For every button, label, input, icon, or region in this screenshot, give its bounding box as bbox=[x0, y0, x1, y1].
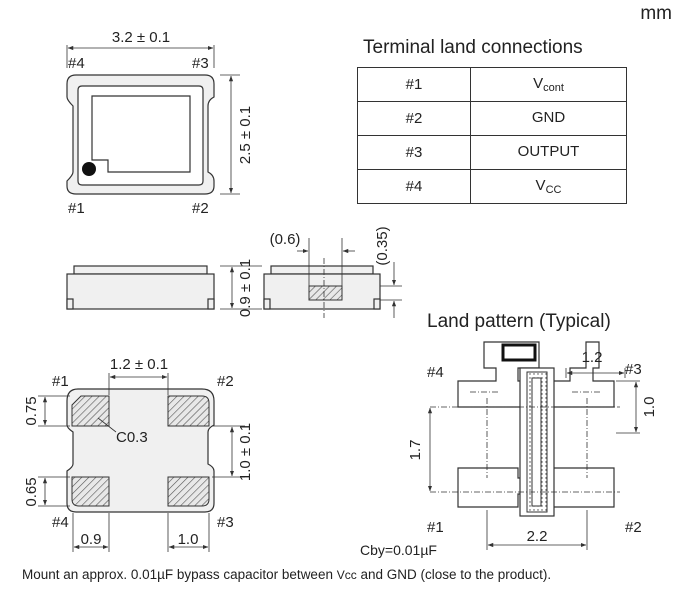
top-view-marking bbox=[91, 95, 191, 173]
pad-4 bbox=[71, 395, 110, 427]
land-pin4-label: #4 bbox=[427, 364, 444, 381]
land-pattern: Land pattern (Typical) 1.2 1.0 1.7 2.2 C… bbox=[360, 311, 658, 558]
land-pin3-label: #3 bbox=[625, 361, 642, 378]
section-view: (0.6) (0.35) bbox=[263, 226, 402, 318]
signal-subscript: CC bbox=[545, 184, 562, 196]
bottom-right-pad-dimension: 1.0 bbox=[178, 531, 199, 548]
pad-3 bbox=[167, 395, 210, 427]
bottom-pad-gap-dimension: 1.0 ± 0.1 bbox=[237, 423, 254, 481]
side-view-body bbox=[66, 273, 215, 310]
land-pitch-x-dimension: 2.2 bbox=[527, 528, 548, 545]
terminal-connections-table: #1 Vcont #2 GND #3 OUTPUT #4 VCC bbox=[357, 67, 627, 204]
top-height-dimension: 2.5 ± 0.1 bbox=[237, 106, 254, 164]
section-gap-dimension: (0.6) bbox=[270, 231, 301, 248]
top-width-dimension: 3.2 ± 0.1 bbox=[112, 29, 170, 46]
pin-cell: #3 bbox=[357, 135, 471, 170]
bottom-left-margin-dimension: 0.9 bbox=[81, 531, 102, 548]
terminal-table-title: Terminal land connections bbox=[363, 37, 583, 58]
top-view-lid bbox=[77, 85, 204, 186]
side-view-lid bbox=[73, 265, 208, 275]
vcc-term: Vcc bbox=[336, 568, 357, 582]
top-pin3-label: #3 bbox=[192, 55, 209, 72]
section-pad bbox=[308, 285, 343, 301]
pad-1 bbox=[71, 476, 110, 507]
side-height-dimension: 0.9 ± 0.1 bbox=[237, 259, 254, 317]
land-pin1-label: #1 bbox=[427, 519, 444, 536]
unit-label: mm bbox=[640, 3, 672, 24]
footnote: Mount an approx. 0.01µF bypass capacitor… bbox=[22, 567, 552, 582]
pin-cell: #4 bbox=[357, 169, 471, 204]
signal-cell: VCC bbox=[470, 169, 627, 204]
table-row: #4 VCC bbox=[357, 169, 627, 204]
capacitor-label: Cby=0.01µF bbox=[360, 542, 437, 558]
top-pin4-label: #4 bbox=[68, 55, 85, 72]
bottom-pin2-label: #2 bbox=[217, 373, 234, 390]
bottom-pad-height-bottom: 0.65 bbox=[23, 477, 40, 506]
land-pad-height-dimension: 1.0 bbox=[641, 397, 658, 418]
bottom-view: 1.2 ± 0.1 0.75 0.65 1.0 ± 0.1 C0.3 0.9 1… bbox=[23, 356, 254, 552]
land-pad-1 bbox=[457, 467, 528, 508]
chamfer-label: C0.3 bbox=[116, 429, 148, 446]
side-view: 0.9 ± 0.1 bbox=[66, 259, 262, 317]
signal-cell: GND bbox=[470, 101, 627, 136]
bottom-pad-width-dimension: 1.2 ± 0.1 bbox=[110, 356, 168, 373]
bottom-pad-height-top: 0.75 bbox=[23, 396, 40, 425]
land-pin2-label: #2 bbox=[625, 519, 642, 536]
section-depth-dimension: (0.35) bbox=[374, 226, 391, 265]
land-pitch-y-dimension: 1.7 bbox=[407, 440, 424, 461]
capacitor-body bbox=[501, 343, 537, 362]
bottom-pin4-label: #4 bbox=[52, 514, 69, 531]
top-pin2-label: #2 bbox=[192, 200, 209, 217]
signal-cell: OUTPUT bbox=[470, 135, 627, 170]
table-row: #2 GND bbox=[357, 101, 627, 136]
land-pattern-title: Land pattern (Typical) bbox=[427, 311, 611, 332]
bottom-pin3-label: #3 bbox=[217, 514, 234, 531]
pin1-marker-dot bbox=[82, 162, 96, 176]
land-spacing-x-dimension: 1.2 bbox=[582, 349, 603, 366]
top-view: 3.2 ± 0.1 2.5 ± 0.1 #4 #3 #1 #2 bbox=[66, 29, 254, 217]
top-pin1-label: #1 bbox=[68, 200, 85, 217]
signal-subscript: cont bbox=[543, 82, 564, 94]
pad-2 bbox=[167, 476, 210, 507]
bottom-pin1-label: #1 bbox=[52, 373, 69, 390]
land-pad-2 bbox=[547, 467, 615, 508]
table-row: #3 OUTPUT bbox=[357, 135, 627, 170]
